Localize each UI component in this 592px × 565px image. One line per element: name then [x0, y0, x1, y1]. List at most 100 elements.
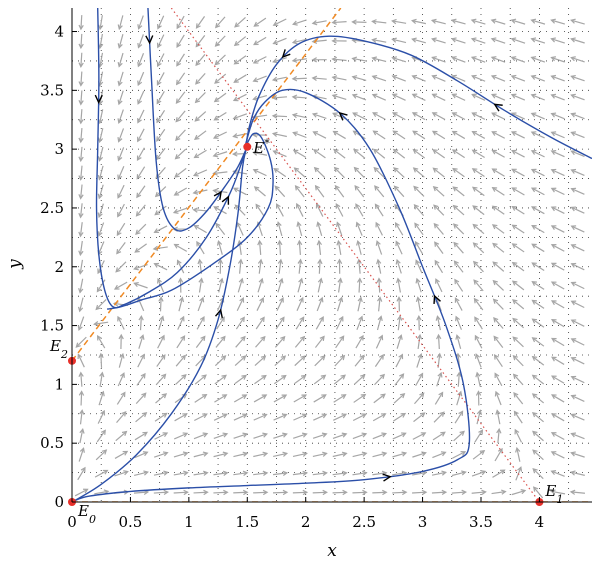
trajectory-arrow [94, 94, 103, 104]
field-arrow [175, 374, 187, 385]
field-arrow [176, 335, 186, 349]
field-arrow [550, 451, 565, 459]
field-arrow [312, 131, 327, 139]
field-arrow [236, 296, 245, 311]
field-arrow [491, 489, 507, 495]
field-arrow [411, 112, 426, 121]
y-tick-label: 2.5 [40, 199, 64, 217]
trajectory-arrow [338, 111, 348, 121]
field-arrow [531, 318, 545, 328]
field-arrow [493, 353, 503, 368]
field-arrow [354, 354, 365, 367]
field-arrow [375, 334, 384, 349]
field-arrow [273, 413, 288, 421]
field-arrow [416, 314, 422, 331]
field-arrow [136, 372, 146, 386]
field-arrow [391, 18, 407, 25]
field-arrow [317, 258, 323, 274]
field-arrow [153, 470, 169, 476]
field-arrow [192, 207, 208, 213]
field-arrow [116, 391, 126, 405]
field-arrow [137, 71, 145, 87]
field-arrow [352, 413, 367, 422]
field-arrow [570, 206, 585, 214]
field-arrow [570, 338, 585, 346]
field-arrow [252, 168, 267, 177]
field-arrow [194, 393, 208, 403]
field-arrow [296, 239, 303, 255]
field-arrow [253, 470, 269, 477]
field-arrow [570, 262, 585, 271]
field-arrow [176, 53, 185, 67]
field-arrow [257, 239, 263, 255]
field-arrow [432, 185, 445, 197]
field-arrow [212, 131, 227, 139]
field-arrow [412, 451, 427, 458]
field-arrow [271, 76, 287, 82]
field-arrow [431, 37, 446, 44]
field-arrow [512, 354, 524, 367]
field-arrow [416, 333, 423, 350]
field-arrow [96, 279, 106, 293]
field-arrow [291, 76, 307, 82]
field-arrow [415, 296, 422, 312]
field-arrow [550, 131, 565, 139]
field-arrow [294, 335, 306, 348]
field-arrow [332, 432, 348, 439]
field-arrow [154, 186, 167, 198]
field-arrow [277, 239, 283, 255]
field-arrow [531, 281, 545, 290]
field-arrow [432, 167, 445, 178]
field-arrow [371, 74, 387, 82]
field-arrow [532, 430, 544, 442]
field-arrow [97, 165, 104, 181]
field-arrow [371, 93, 386, 101]
field-arrow [550, 319, 565, 328]
y-axis-title: y [5, 259, 25, 270]
field-arrow [531, 374, 545, 385]
field-arrow [216, 316, 225, 330]
field-arrow [472, 223, 485, 235]
field-arrow [273, 394, 288, 403]
field-arrow [570, 56, 585, 63]
field-arrow [395, 353, 404, 368]
field-arrow [512, 317, 525, 329]
field-arrow [273, 451, 289, 458]
field-arrow [173, 243, 188, 252]
field-arrow [176, 15, 185, 30]
field-arrow [156, 34, 165, 49]
field-arrow [395, 277, 402, 293]
field-arrow [272, 470, 289, 477]
field-arrow [471, 149, 485, 158]
field-arrow [98, 15, 104, 31]
field-arrow [351, 93, 367, 101]
field-arrow [118, 333, 124, 350]
field-arrow [153, 225, 168, 234]
field-arrow [234, 16, 246, 28]
field-arrow [115, 430, 128, 442]
field-arrow [392, 130, 406, 140]
field-arrow [175, 91, 186, 104]
field-arrow [276, 296, 284, 311]
field-arrow [212, 151, 228, 158]
field-arrow [257, 258, 264, 274]
field-arrow [356, 277, 363, 293]
field-arrow [512, 373, 524, 386]
field-arrow [373, 393, 386, 404]
field-arrow [570, 451, 585, 458]
field-arrow [373, 166, 385, 178]
field-arrow [414, 240, 424, 255]
y-tick-label: 1.5 [40, 317, 64, 335]
field-arrow [471, 168, 485, 178]
field-arrow [414, 222, 424, 236]
field-arrow [178, 296, 185, 312]
field-arrow [314, 335, 325, 348]
field-arrow [313, 413, 328, 421]
field-arrow [336, 239, 342, 255]
field-arrow [570, 244, 585, 252]
field-arrow [511, 205, 525, 215]
field-arrow [451, 56, 466, 63]
field-arrow [157, 334, 165, 349]
field-arrow [155, 373, 167, 386]
field-arrow [296, 221, 303, 237]
